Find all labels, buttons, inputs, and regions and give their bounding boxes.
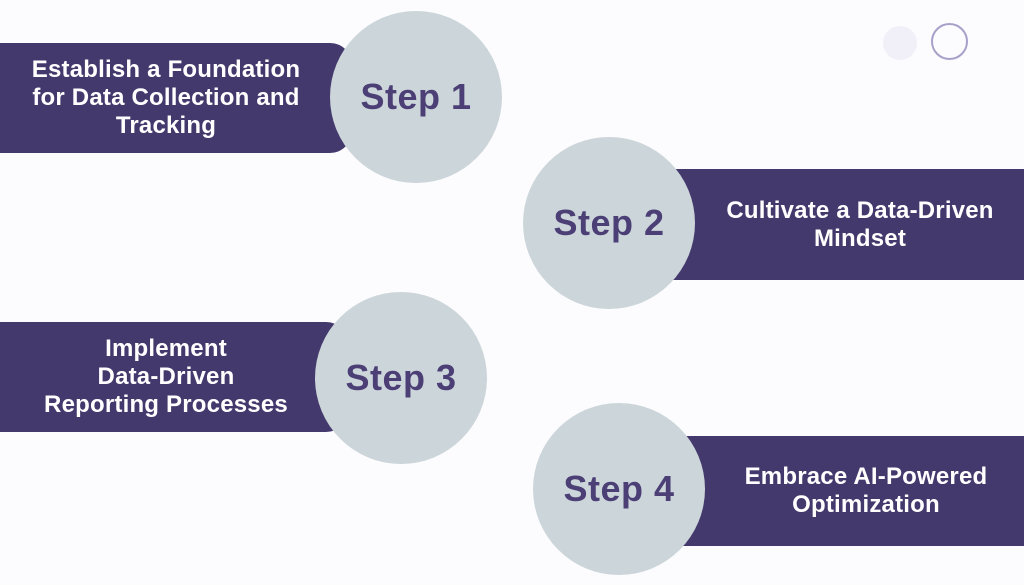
step-1-title: Establish a Foundation for Data Collecti…: [31, 56, 301, 139]
step-4-circle: Step 4: [533, 403, 705, 575]
step-3-label: Step 3: [345, 357, 457, 398]
step-1-circle: Step 1: [330, 11, 502, 183]
step-2-title: Cultivate a Data-Driven Mindset: [726, 196, 994, 252]
decor-dot-filled-icon: [883, 26, 917, 60]
step-1-title-bar: Establish a Foundation for Data Collecti…: [0, 43, 352, 153]
step-1-label: Step 1: [360, 76, 472, 117]
decor-dot-outlined-icon: [931, 23, 968, 60]
step-3-title-bar: Implement Data-Driven Reporting Processe…: [0, 322, 348, 432]
step-2-title-bar: Cultivate a Data-Driven Mindset: [640, 169, 1024, 280]
step-4-label: Step 4: [563, 468, 675, 509]
step-3-circle: Step 3: [315, 292, 487, 464]
step-2-circle: Step 2: [523, 137, 695, 309]
step-4-title-bar: Embrace AI-Powered Optimization: [650, 436, 1024, 546]
step-2-label: Step 2: [553, 202, 665, 243]
step-3-title: Implement Data-Driven Reporting Processe…: [44, 335, 288, 418]
step-4-title: Embrace AI-Powered Optimization: [744, 463, 988, 518]
